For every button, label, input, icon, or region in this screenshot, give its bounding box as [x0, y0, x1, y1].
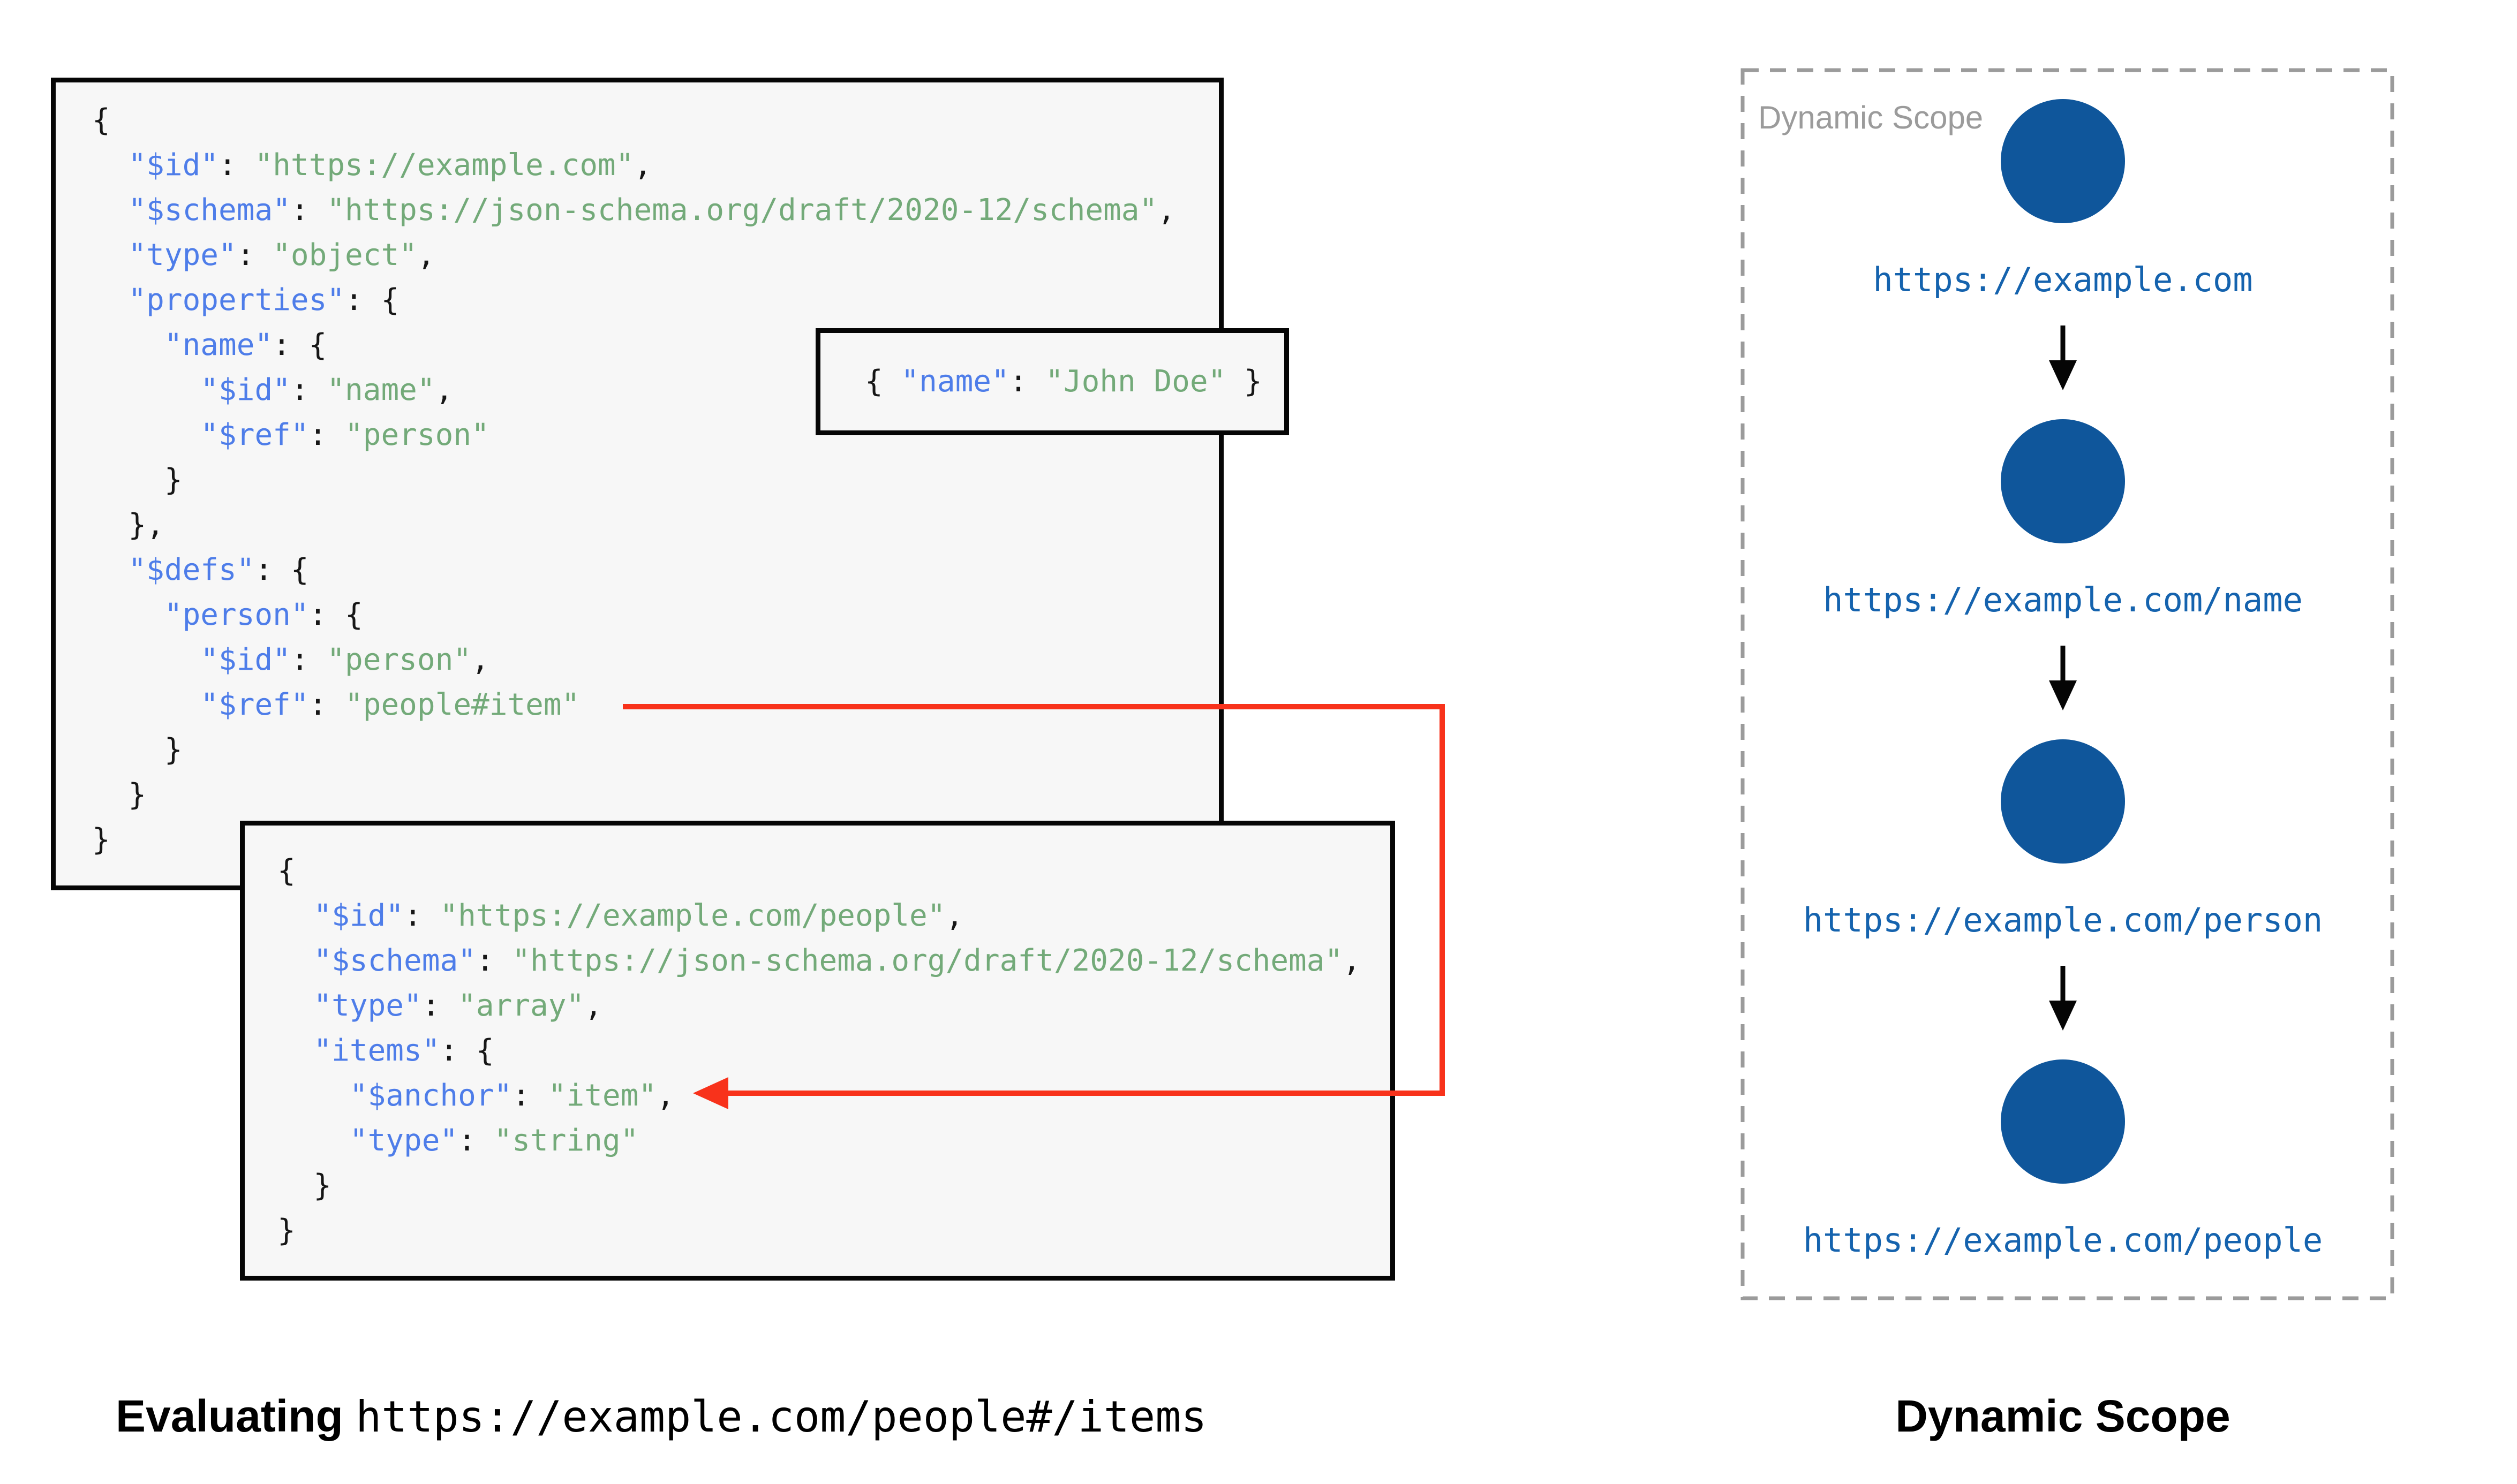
scope-node-circle — [2001, 419, 2125, 543]
evaluating-caption-prefix: Evaluating — [116, 1391, 343, 1441]
code-line: { "name": "John Doe" } — [865, 364, 1262, 399]
evaluating-caption-uri: https://example.com/people#/items — [356, 1392, 1207, 1442]
instance-code: { "name": "John Doe" } — [865, 333, 1262, 430]
code-line: "$id": "person", — [200, 642, 489, 677]
code-line: "$schema": "https://json-schema.org/draf… — [128, 193, 1175, 228]
scope-node-url: https://example.com — [1873, 260, 2253, 299]
code-line: "items": { — [313, 1033, 494, 1068]
code-line: "name": { — [164, 328, 327, 362]
evaluating-caption: Evaluating https://example.com/people#/i… — [116, 1384, 1207, 1449]
code-line: } — [277, 1168, 332, 1203]
scope-node-circle — [2001, 1059, 2125, 1184]
scope-node-url: https://example.com/person — [1803, 900, 2323, 940]
scope-node-url: https://example.com/people — [1803, 1221, 2323, 1260]
code-line: } — [92, 463, 183, 497]
code-line: { — [92, 103, 110, 138]
scope-node-circle — [2001, 739, 2125, 864]
code-line: } — [277, 1213, 296, 1248]
code-line: "type": "string" — [349, 1123, 639, 1158]
code-line: "$anchor": "item", — [349, 1078, 675, 1113]
schema-people-box: { "$id": "https://example.com/people", "… — [240, 821, 1395, 1281]
code-line: "$schema": "https://json-schema.org/draf… — [313, 943, 1361, 978]
code-line: { — [277, 853, 296, 888]
instance-box: { "name": "John Doe" } — [816, 328, 1289, 435]
scope-node-url: https://example.com/name — [1823, 580, 2303, 619]
flow-arrowhead-icon — [2049, 360, 2077, 390]
dynamic-scope-panel-label: Dynamic Scope — [1758, 100, 1984, 135]
code-line: } — [92, 777, 147, 812]
flow-arrowhead-icon — [2049, 680, 2077, 710]
schema-people-code: { "$id": "https://example.com/people", "… — [277, 849, 1361, 1253]
code-line: "$ref": "person" — [200, 418, 489, 452]
code-line: "properties": { — [128, 283, 400, 317]
code-line: "type": "array", — [313, 988, 602, 1023]
code-line: "$id": "https://example.com/people", — [313, 898, 964, 933]
dynamic-scope-caption: Dynamic Scope — [1895, 1391, 2230, 1441]
code-line: "$id": "https://example.com", — [128, 148, 652, 183]
code-line: "$id": "name", — [200, 373, 454, 407]
scope-node-circle — [2001, 99, 2125, 223]
code-line: "$ref": "people#item" — [200, 687, 580, 722]
code-line: "type": "object", — [128, 238, 435, 272]
code-line: }, — [92, 508, 164, 542]
caption-space — [343, 1391, 356, 1441]
flow-arrowhead-icon — [2049, 1001, 2077, 1031]
code-line: "$defs": { — [128, 552, 309, 587]
code-line: } — [92, 732, 183, 767]
schema-root-box: { "$id": "https://example.com", "$schema… — [51, 78, 1224, 890]
code-line: "person": { — [164, 597, 363, 632]
schema-root-code: { "$id": "https://example.com", "$schema… — [92, 98, 1175, 862]
code-line: } — [92, 822, 110, 857]
